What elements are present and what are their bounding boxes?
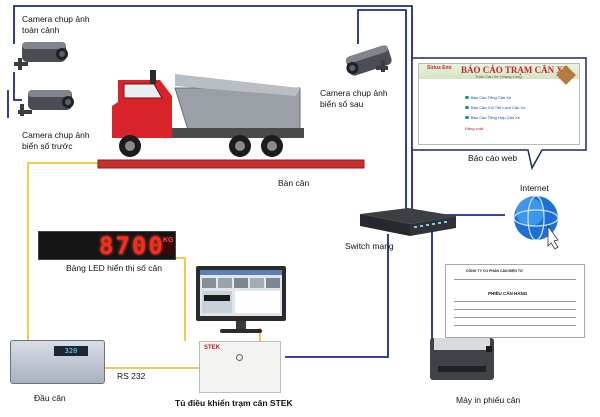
label-led-display: Bảng LED hiển thị số cân: [66, 263, 162, 273]
web-report-page: Sirius Emi BÁO CÁO TRẠM CÂN XE Trạm Cân …: [418, 63, 580, 145]
ticket-line: [454, 301, 576, 302]
ticket-line: [454, 325, 576, 326]
web-header: [419, 64, 579, 79]
led-unit: KG: [163, 236, 174, 254]
label-printer: Máy in phiếu cân: [456, 395, 521, 405]
label-scale-platform: Bàn cân: [278, 178, 310, 188]
web-link-detail[interactable]: Báo Cáo Chi Tiết Lượt Cân Xe: [471, 105, 526, 110]
camera-front-plate-icon: [18, 90, 74, 116]
printer-icon: [430, 338, 494, 380]
cabinet-lock-icon: [236, 354, 243, 361]
web-link-logout[interactable]: Đăng xuất: [465, 126, 484, 131]
dump-truck-icon: [112, 70, 304, 157]
ticket-line: [454, 309, 576, 310]
led-display-board: 8700 KG: [38, 231, 176, 260]
web-link-summary[interactable]: Báo Cáo Tổng Hợp Cân Xe: [471, 115, 521, 120]
label-control-cabinet: Tủ điều khiển trạm cân STEK: [175, 398, 293, 408]
label-switch: Switch mạng: [345, 241, 394, 251]
indicator-display: 320: [54, 346, 88, 356]
label-camera-rear-plate: Camera chụp ảnh biển số sau: [320, 88, 388, 109]
led-weight-value: 8700: [99, 232, 165, 260]
ticket-line: [454, 317, 576, 318]
camera-rear-plate-icon: [345, 45, 392, 76]
label-indicator: Đầu cân: [34, 393, 66, 403]
control-cabinet: STEK: [199, 341, 281, 393]
label-camera-front-plate: Camera chụp ảnh biển số trước: [22, 130, 90, 151]
internet-globe-icon: [513, 195, 559, 250]
monitor-icon: [196, 266, 286, 328]
web-link-dot-icon: [465, 106, 469, 109]
web-link-dot-icon: [465, 116, 469, 119]
monitor-stand: [220, 321, 262, 333]
web-title: BÁO CÁO TRẠM CÂN XE: [461, 65, 569, 75]
label-internet: Internet: [520, 183, 549, 193]
label-web-report: Báo cáo web: [468, 153, 518, 163]
label-camera-overview: Camera chụp ảnh toàn cảnh: [22, 14, 90, 35]
ticket-title: PHIẾU CÂN HÀNG: [488, 291, 528, 296]
weighing-indicator: 320: [10, 336, 105, 384]
web-brand: Sirius Emi: [427, 65, 452, 71]
ticket-line: [454, 279, 576, 280]
label-rs232: RS 232: [117, 371, 146, 381]
network-switch-icon: [360, 208, 456, 236]
web-link-dot-icon: [465, 96, 469, 99]
scale-platform-bar: [97, 159, 365, 169]
weigh-ticket-page: CÔNG TY CỔ PHẦN CÂN ĐIỆN TỬ PHIẾU CÂN HÀ…: [445, 264, 585, 338]
monitor-frame: [196, 266, 286, 321]
monitor-software-thumb: [200, 270, 282, 313]
monitor-screen: [200, 270, 282, 316]
web-link-total[interactable]: Báo Cáo Tổng Cân Xe: [471, 95, 512, 100]
camera-overview-icon: [14, 42, 68, 70]
cabinet-brand: STEK: [204, 345, 221, 351]
ticket-company: CÔNG TY CỔ PHẦN CÂN ĐIỆN TỬ: [466, 269, 523, 273]
web-subtitle: Trạm Cân Xe Hoàng Long: [475, 74, 522, 79]
